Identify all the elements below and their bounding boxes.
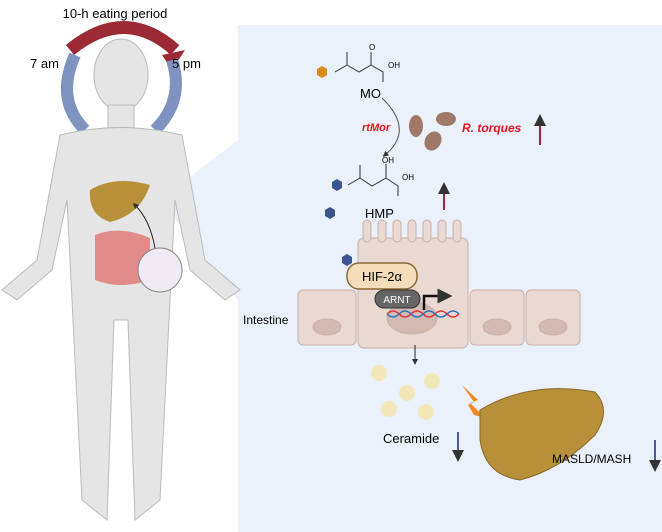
human-body bbox=[1, 38, 241, 522]
intestine-icon bbox=[95, 230, 150, 285]
bacteria-icon bbox=[409, 112, 456, 151]
microbiome-magnifier bbox=[137, 247, 183, 293]
intestine-label: Intestine bbox=[243, 313, 289, 327]
fatty-liver-icon bbox=[479, 388, 604, 481]
svg-text:ARNT: ARNT bbox=[383, 295, 410, 306]
lightning-icon bbox=[462, 385, 486, 418]
fasting-arrow-bottom bbox=[61, 52, 182, 135]
liver-icon bbox=[89, 181, 150, 222]
end-time: 5 pm bbox=[172, 56, 201, 71]
enzyme-label: rtMor bbox=[362, 122, 391, 134]
bacteria-label: R. torques bbox=[462, 121, 522, 135]
start-time: 7 am bbox=[30, 56, 59, 71]
ceramide-label: Ceramide bbox=[383, 431, 439, 446]
mo-hexagon-icon bbox=[317, 66, 327, 78]
conversion-arrow bbox=[381, 97, 400, 157]
ceramide-particles bbox=[371, 365, 440, 420]
svg-text:OH: OH bbox=[382, 156, 394, 165]
hif2a-protein bbox=[346, 262, 418, 290]
eating-period-title: 10-h eating period bbox=[63, 6, 168, 21]
transcription-arrow-icon bbox=[422, 288, 453, 310]
eating-arrow-top bbox=[65, 21, 180, 56]
svg-text:HIF-2α: HIF-2α bbox=[362, 269, 403, 284]
svg-text:OH: OH bbox=[402, 173, 414, 182]
svg-text:O: O bbox=[369, 43, 375, 52]
hmp-structure bbox=[347, 164, 399, 196]
mo-structure bbox=[334, 52, 384, 82]
hmp-label: HMP bbox=[365, 206, 394, 221]
hmp-hexagon-icon bbox=[332, 179, 342, 191]
disease-label: MASLD/MASH bbox=[552, 452, 631, 466]
svg-text:OH: OH bbox=[388, 61, 400, 70]
arnt-protein bbox=[374, 289, 421, 309]
mo-label: MO bbox=[360, 86, 381, 101]
